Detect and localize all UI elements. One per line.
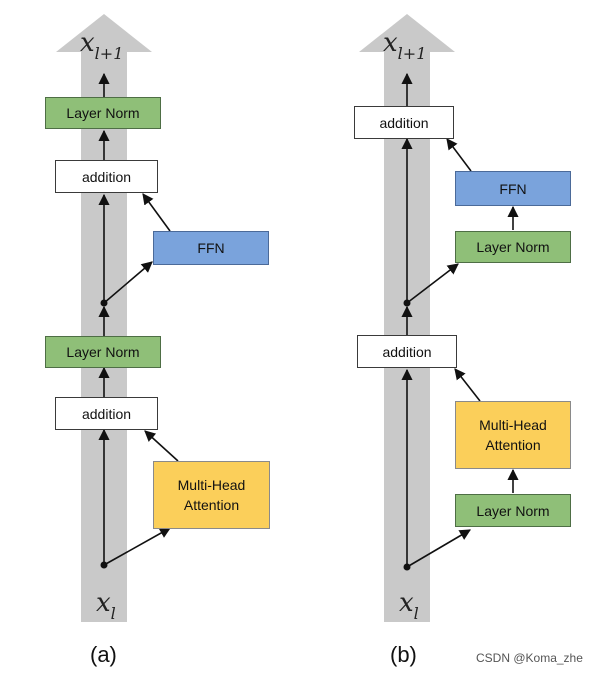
- input-label-a: xl: [96, 588, 116, 623]
- layer-norm-box-a-mid: Layer Norm: [45, 336, 161, 368]
- addition-box-a-bottom: addition: [55, 397, 158, 430]
- layer-norm-label: Layer Norm: [66, 105, 140, 121]
- arrow-b-input-to-ln1: [406, 529, 471, 568]
- branch-node-a-mid: [100, 299, 108, 307]
- arrow-a-ffn-to-add2: [142, 193, 171, 232]
- arrow-b-ffn-to-add2: [446, 138, 472, 172]
- layer-norm-label: Layer Norm: [476, 239, 550, 255]
- layer-norm-label: Layer Norm: [476, 502, 550, 519]
- attention-label-line2: Attention: [485, 437, 541, 453]
- attention-label-line1: Multi-Head: [479, 417, 547, 433]
- attention-label-line2: Attention: [183, 497, 240, 513]
- ffn-label: FFN: [499, 180, 527, 197]
- layer-norm-box-a-top: Layer Norm: [45, 97, 161, 129]
- layer-norm-box-b-bottom: Layer Norm: [455, 494, 571, 527]
- multi-head-attention-box-b: Multi-Head Attention: [455, 401, 571, 469]
- layer-norm-box-b-top: Layer Norm: [455, 231, 571, 263]
- caption-b: (b): [390, 642, 417, 667]
- output-label-b: xl+1: [383, 28, 427, 63]
- backbone-arrowhead-b: [359, 14, 455, 52]
- ffn-label: FFN: [197, 240, 225, 256]
- branch-node-a-input: [100, 561, 108, 569]
- addition-label: addition: [81, 405, 132, 422]
- addition-box-a-top: addition: [55, 160, 158, 193]
- backbone-arrowhead-a: [56, 14, 152, 52]
- caption-a: (a): [90, 642, 117, 667]
- addition-label: addition: [379, 114, 429, 131]
- addition-label: addition: [382, 343, 432, 360]
- attention-label-line1: Multi-Head: [177, 477, 246, 493]
- arrow-b-node-to-ln2: [406, 263, 459, 304]
- arrow-a-input-to-attn: [103, 527, 171, 566]
- arrow-b-attn-to-add1: [454, 368, 481, 402]
- ffn-box-b: FFN: [455, 171, 571, 206]
- output-label-a: xl+1: [80, 28, 124, 63]
- addition-box-b-top: addition: [354, 106, 454, 139]
- arrow-a-attn-to-add1: [144, 430, 179, 462]
- layer-norm-label: Layer Norm: [66, 344, 140, 360]
- branch-node-b-input: [403, 563, 411, 571]
- input-label-b: xl: [399, 588, 419, 623]
- multi-head-attention-box-a: Multi-Head Attention: [153, 461, 270, 529]
- branch-node-b-mid: [403, 299, 411, 307]
- ffn-box-a: FFN: [153, 231, 269, 265]
- watermark: CSDN @Koma_zhe: [476, 651, 583, 665]
- arrow-a-node-to-ffn: [103, 261, 153, 304]
- addition-box-b-mid: addition: [357, 335, 457, 368]
- addition-label: addition: [81, 168, 132, 185]
